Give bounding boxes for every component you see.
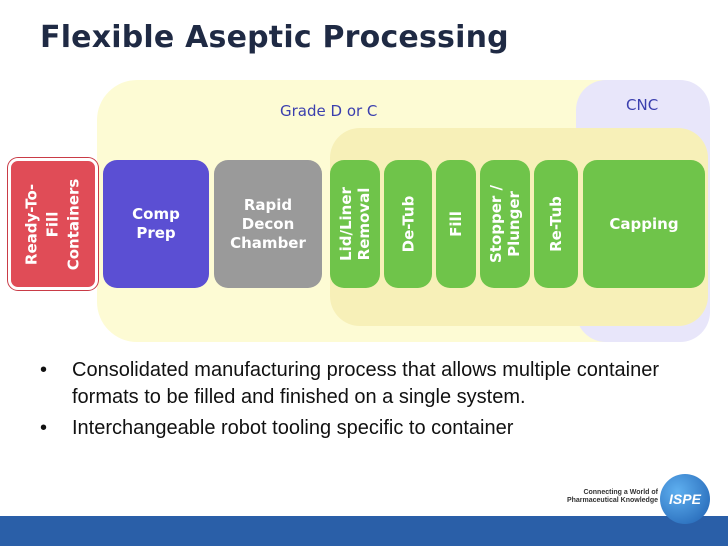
ready-to-fill-step: Ready-To- Fill Containers bbox=[8, 158, 98, 290]
lid-liner-line-1: Lid/Liner bbox=[337, 187, 355, 261]
fill-label: Fill bbox=[446, 211, 465, 237]
bullet-text: Consolidated manufacturing process that … bbox=[72, 359, 659, 408]
footer-bar bbox=[0, 516, 728, 546]
stopper-line-2: Plunger bbox=[505, 191, 523, 257]
capping-step: Capping bbox=[583, 160, 705, 288]
fill-step: Fill bbox=[436, 160, 476, 288]
rapid-decon-chamber-step: Rapid Decon Chamber bbox=[214, 160, 322, 288]
logo-name: ISPE bbox=[669, 491, 701, 507]
comp-prep-step: Comp Prep bbox=[103, 160, 209, 288]
bullet-marker: • bbox=[40, 417, 48, 439]
grade-zone-label: Grade D or C bbox=[280, 102, 378, 120]
re-tub-step: Re-Tub bbox=[534, 160, 578, 288]
capping-label: Capping bbox=[609, 215, 679, 233]
rapid-decon-line-3: Chamber bbox=[230, 233, 306, 252]
ispe-logo-icon: ISPE bbox=[660, 474, 710, 524]
bullet-item: • Consolidated manufacturing process tha… bbox=[40, 357, 680, 411]
rapid-decon-line-1: Rapid bbox=[243, 195, 293, 214]
logo-tagline: Connecting a World of Pharmaceutical Kno… bbox=[560, 489, 658, 505]
bullet-list: • Consolidated manufacturing process tha… bbox=[40, 357, 680, 446]
logo-tagline-line-2: Pharmaceutical Knowledge bbox=[566, 497, 658, 504]
stopper-plunger-step: Stopper / Plunger bbox=[480, 160, 530, 288]
stopper-line-1: Stopper / bbox=[487, 184, 505, 264]
bullet-text: Interchangeable robot tooling specific t… bbox=[72, 417, 514, 439]
de-tub-step: De-Tub bbox=[384, 160, 432, 288]
ready-to-fill-line-1: Ready-To- bbox=[22, 183, 41, 265]
de-tub-label: De-Tub bbox=[399, 195, 417, 253]
lid-liner-removal-step: Lid/Liner Removal bbox=[330, 160, 380, 288]
ready-to-fill-line-2: Fill bbox=[43, 211, 62, 237]
lid-liner-line-2: Removal bbox=[355, 187, 373, 261]
slide-title: Flexible Aseptic Processing bbox=[40, 20, 509, 55]
re-tub-label: Re-Tub bbox=[547, 196, 565, 252]
bullet-item: • Interchangeable robot tooling specific… bbox=[40, 415, 680, 442]
comp-prep-line-2: Prep bbox=[136, 224, 176, 242]
ready-to-fill-line-3: Containers bbox=[64, 178, 83, 270]
comp-prep-line-1: Comp bbox=[132, 205, 180, 223]
bullet-marker: • bbox=[40, 359, 48, 381]
cnc-zone-label: CNC bbox=[626, 96, 659, 114]
logo-tagline-line-1: Connecting a World of bbox=[583, 489, 658, 496]
rapid-decon-line-2: Decon bbox=[241, 214, 295, 233]
